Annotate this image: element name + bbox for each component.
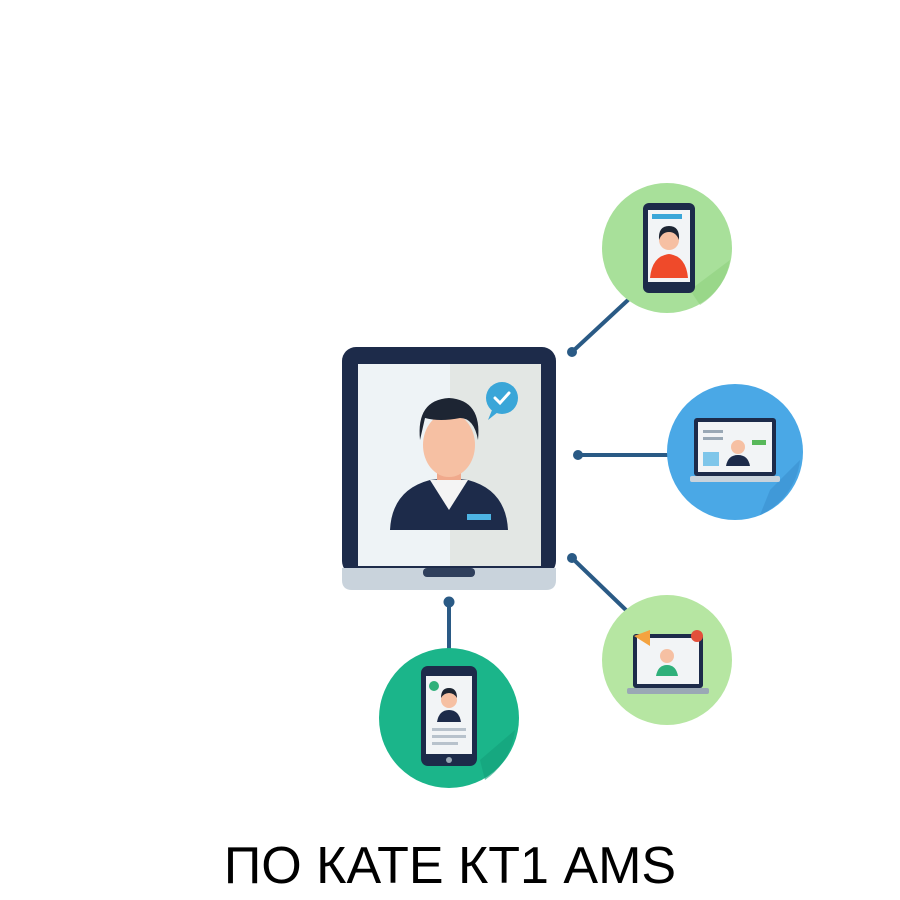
laptop-right-icon — [667, 384, 803, 520]
connectors — [443, 298, 670, 650]
phone-bottom-icon — [379, 648, 519, 788]
verified-check-icon — [486, 382, 518, 420]
phone-top-right-icon — [602, 183, 732, 313]
connector-top-right — [570, 298, 630, 354]
location-pin-icon — [691, 630, 703, 642]
caption-title: ПО КАТЕ КТ1 AMS — [223, 837, 677, 895]
megaphone-icon — [634, 630, 650, 646]
laptop-bottom-right-icon — [602, 595, 732, 725]
shield-icon — [429, 681, 439, 691]
central-laptop-icon — [342, 347, 556, 590]
connector-bottom-right — [570, 556, 630, 614]
